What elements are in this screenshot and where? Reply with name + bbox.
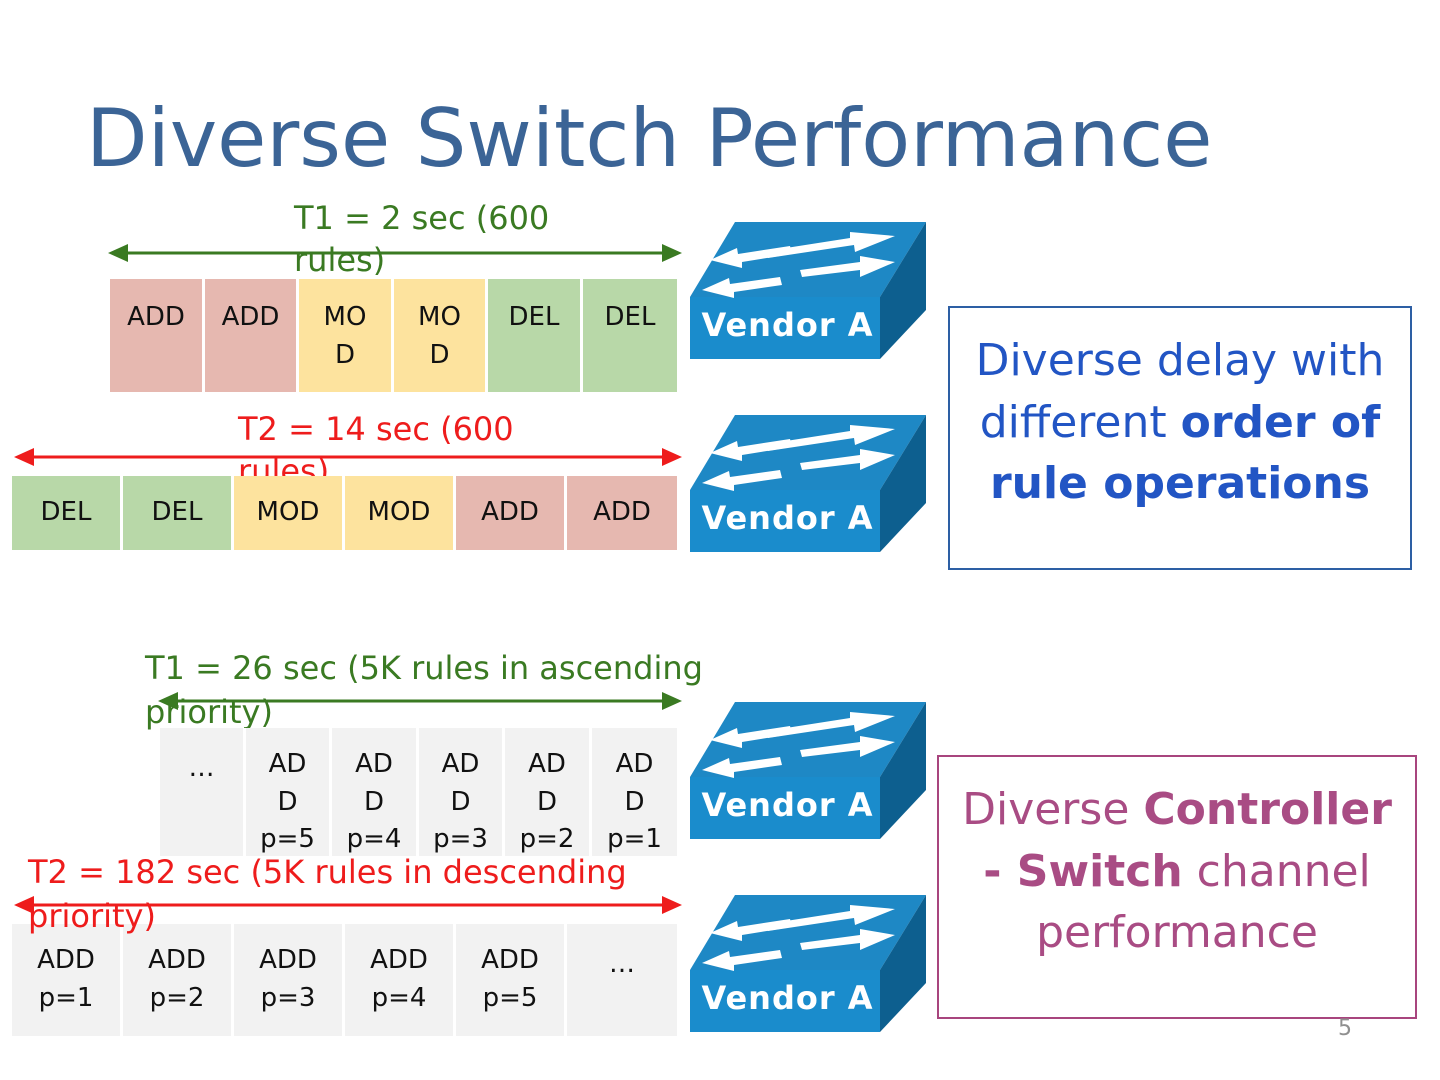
timing-label-3: T1 = 26 sec (5K rules in ascending prior… — [145, 649, 703, 732]
network-switch-icon — [690, 415, 926, 552]
switch-vendor-a-3: Vendor A — [690, 702, 930, 842]
switch-vendor-a-4: Vendor A — [690, 895, 930, 1035]
timing-arrow-2 — [14, 448, 682, 466]
switch-vendor-a-1: Vendor A — [690, 222, 930, 362]
operation-strip-4: ADD p=1 ADD p=2 ADD p=3 ADD p=4 ADD p=5 … — [12, 924, 677, 1036]
operation-strip-1: ADD ADD MO D MO D DEL DEL — [110, 279, 677, 392]
callout-line: performance — [1036, 907, 1318, 959]
switch-vendor-a-2: Vendor A — [690, 415, 930, 555]
operation-cell: ADD p=5 — [456, 924, 567, 1036]
operation-cell: AD D p=1 — [592, 728, 677, 856]
operation-cell: … — [160, 728, 246, 856]
operation-cell: DEL — [12, 476, 123, 550]
operation-cell: … — [567, 924, 677, 1036]
callout-line: different order of — [950, 392, 1410, 454]
timing-label-4: T2 = 182 sec (5K rules in descending pri… — [28, 853, 627, 936]
switch-label: Vendor A — [701, 306, 874, 344]
callout-text: Diverse — [962, 784, 1144, 835]
operation-cell: AD D p=5 — [246, 728, 332, 856]
operation-cell: MOD — [345, 476, 456, 550]
page-number: 5 — [1338, 1016, 1352, 1041]
operation-cell: ADD p=1 — [12, 924, 123, 1036]
operation-cell: MOD — [234, 476, 345, 550]
callout-order-of-operations: Diverse delay with different order of ru… — [948, 306, 1412, 570]
switch-label: Vendor A — [701, 786, 874, 824]
operation-cell: AD D p=3 — [419, 728, 505, 856]
callout-emphasis: rule operations — [989, 458, 1371, 510]
callout-emphasis: Controller — [1143, 784, 1392, 835]
operation-cell: ADD — [567, 476, 677, 550]
timing-arrow-3 — [158, 692, 682, 710]
network-switch-icon — [690, 895, 926, 1032]
callout-line: Diverse delay with — [975, 335, 1385, 386]
callout-emphasis: order of — [1180, 396, 1381, 448]
operation-cell: ADD — [456, 476, 567, 550]
operation-strip-2: DEL DEL MOD MOD ADD ADD — [12, 476, 677, 550]
callout-text: different — [979, 396, 1181, 448]
operation-cell: MO D — [299, 279, 394, 392]
operation-cell: DEL — [123, 476, 234, 550]
switch-label: Vendor A — [701, 979, 874, 1017]
network-switch-icon — [690, 702, 926, 839]
operation-cell: ADD — [110, 279, 205, 392]
callout-line: Diverse Controller — [939, 779, 1415, 841]
timing-arrow-4 — [14, 896, 682, 914]
operation-cell: ADD — [205, 279, 299, 392]
network-switch-icon — [690, 222, 926, 359]
operation-cell: AD D p=4 — [332, 728, 419, 856]
timing-arrow-1 — [108, 244, 682, 262]
switch-label: Vendor A — [701, 499, 874, 537]
operation-strip-3: … AD D p=5 AD D p=4 AD D p=3 AD D p=2 AD… — [160, 728, 677, 856]
operation-cell: MO D — [394, 279, 488, 392]
operation-cell: AD D p=2 — [505, 728, 592, 856]
callout-line: - Switch channel — [939, 841, 1415, 903]
callout-channel-performance: Diverse Controller - Switch channel perf… — [937, 755, 1417, 1019]
page-title: Diverse Switch Performance — [86, 92, 1213, 185]
operation-cell: DEL — [488, 279, 583, 392]
callout-line: rule operations — [950, 453, 1410, 515]
operation-cell: ADD p=4 — [345, 924, 456, 1036]
callout-emphasis: - Switch — [983, 845, 1183, 897]
operation-cell: ADD p=3 — [234, 924, 345, 1036]
timing-label-1: T1 = 2 sec (600 rules) — [294, 199, 550, 279]
operation-cell: DEL — [583, 279, 677, 392]
callout-text: channel — [1182, 845, 1371, 897]
operation-cell: ADD p=2 — [123, 924, 234, 1036]
